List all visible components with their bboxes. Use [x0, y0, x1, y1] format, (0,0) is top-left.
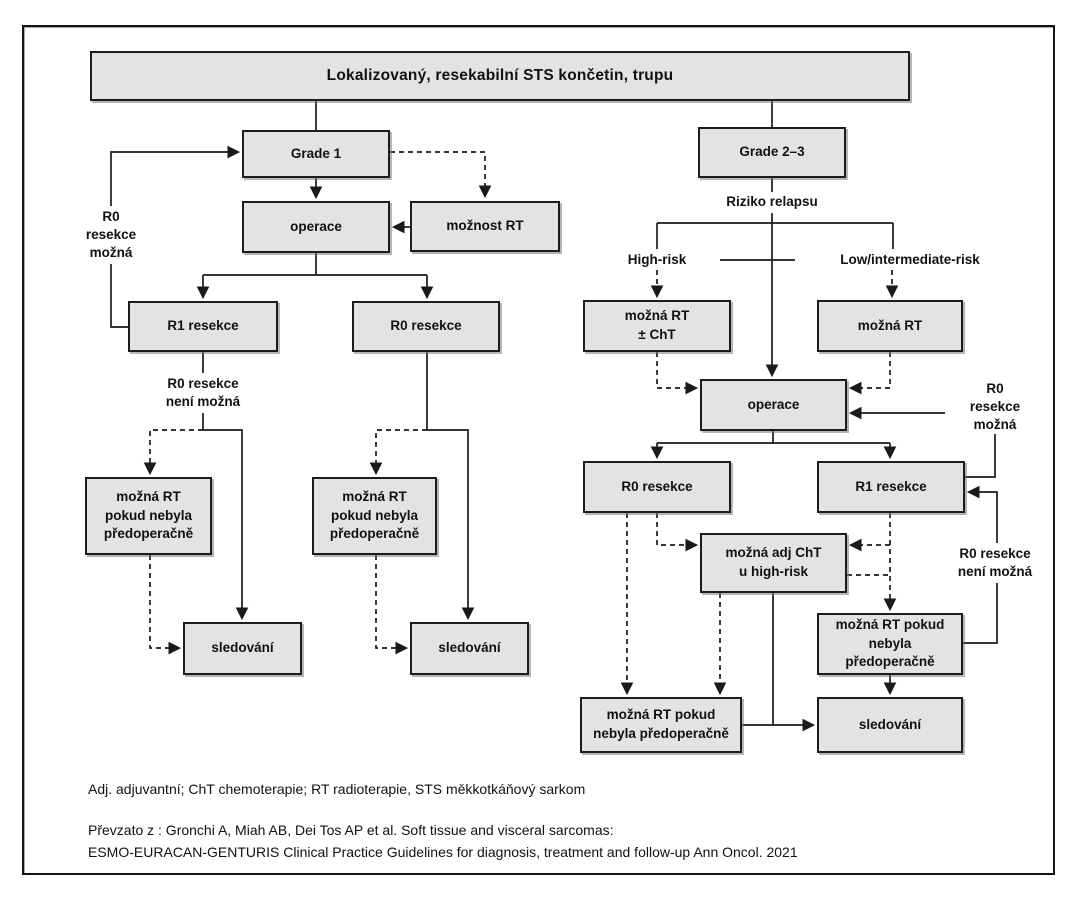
node-r1-resekce-right: R1 resekce [817, 461, 965, 513]
footer-abbreviations: Adj. adjuvantní; ChT chemoterapie; RT ra… [88, 781, 586, 797]
node-sledovani-right: sledování [817, 697, 963, 753]
node-grade-1: Grade 1 [242, 130, 390, 178]
node-grade-2-3: Grade 2–3 [698, 127, 846, 178]
node-sledovani-left-1: sledování [183, 622, 302, 675]
node-title: Lokalizovaný, resekabilní STS končetin, … [90, 51, 910, 101]
label-riziko-relapsu: Riziko relapsu [707, 192, 837, 213]
node-r0-resekce-right: R0 resekce [583, 461, 731, 513]
node-mozna-rt-right: možná RT [817, 300, 963, 352]
label-r0-resekce-neni-mozna-right: R0 resekce není možná [944, 543, 1046, 583]
label-high-risk: High-risk [618, 250, 696, 270]
outer-border [22, 25, 1055, 875]
node-r1-resekce-left: R1 resekce [128, 301, 278, 352]
node-operace-right: operace [700, 379, 847, 431]
node-mozna-rt-pokud-left-1: možná RT pokud nebyla předoperačně [85, 477, 212, 555]
node-mozna-adj-cht: možná adj ChT u high-risk [700, 533, 847, 593]
label-r0-resekce-mozna-left: R0 resekce možná [78, 206, 144, 264]
label-low-intermediate-risk: Low/intermediate-risk [810, 250, 1010, 270]
node-mozna-rt-pokud-right-2: možná RT pokud nebyla předoperačně [580, 697, 742, 753]
node-mozna-rt-pokud-right-1: možná RT pokud nebyla předoperačně [817, 613, 963, 675]
footer-source-line-1: Převzato z : Gronchi A, Miah AB, Dei Tos… [88, 822, 614, 838]
node-operace-left: operace [242, 201, 390, 253]
label-r0-resekce-mozna-right: R0 resekce možná [962, 380, 1028, 434]
node-mozna-rt-cht: možná RT ± ChT [583, 300, 731, 352]
node-r0-resekce-left: R0 resekce [352, 301, 500, 352]
footer-source-line-2: ESMO-EURACAN-GENTURIS Clinical Practice … [88, 844, 798, 860]
label-r0-resekce-neni-mozna-left: R0 resekce není možná [152, 373, 254, 413]
node-mozna-rt-pokud-left-2: možná RT pokud nebyla předoperačně [312, 477, 437, 555]
node-sledovani-left-2: sledování [410, 622, 529, 675]
node-moznost-rt: možnost RT [410, 201, 560, 252]
